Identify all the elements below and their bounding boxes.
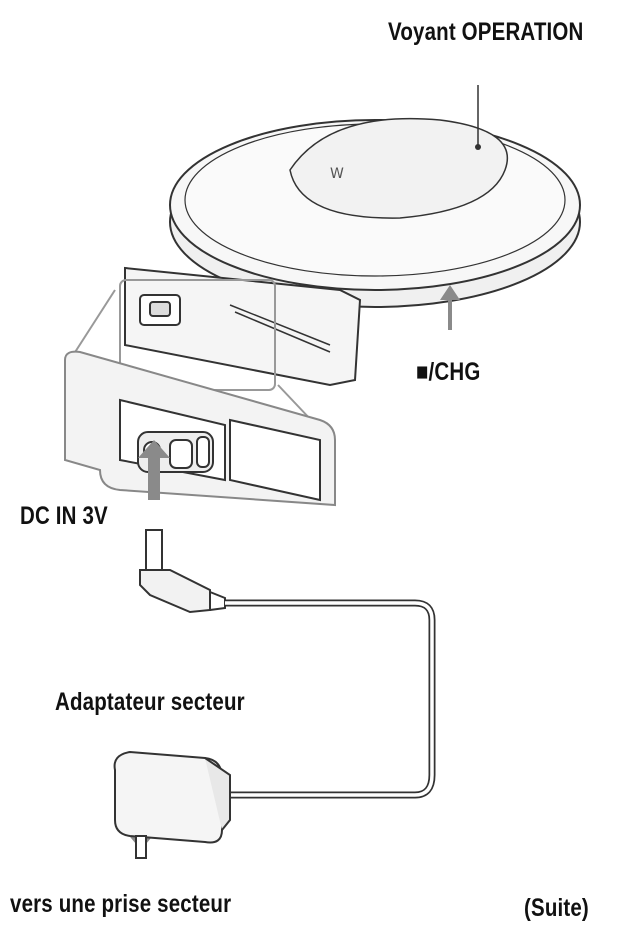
to-outlet-label: vers une prise secteur <box>10 890 232 918</box>
ac-adaptor-label: Adaptateur secteur <box>55 688 245 716</box>
stop-charge-label: ■/CHG <box>416 358 481 386</box>
operation-indicator-label: Voyant OPERATION <box>388 18 584 46</box>
dc-in-jack-closeup <box>64 350 336 507</box>
dc-plug-illustration <box>139 529 226 614</box>
dc-in-label: DC IN 3V <box>20 502 108 530</box>
dc-in-arrow <box>138 440 170 500</box>
continued-label: (Suite) <box>524 894 589 922</box>
svg-text:W: W <box>330 166 344 182</box>
cd-player-illustration: W <box>169 117 581 308</box>
battery-case-illustration <box>119 266 362 391</box>
ac-adaptor-illustration <box>113 750 231 859</box>
stop-charge-arrow <box>440 285 460 330</box>
